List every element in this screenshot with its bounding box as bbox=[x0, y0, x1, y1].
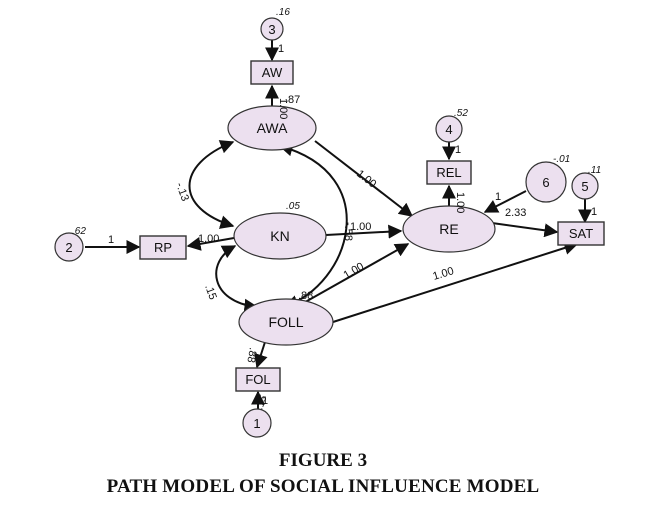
observed-fol: FOL bbox=[235, 367, 281, 392]
path-re-sat: 2.33 bbox=[505, 207, 526, 219]
variance-labels: .16 .52 .62 .05 -.01 .11 .15 bbox=[72, 7, 601, 411]
figure-number: FIGURE 3 bbox=[278, 450, 368, 471]
path-aw-r2: .87 bbox=[285, 94, 300, 106]
variance-e2: .62 bbox=[72, 226, 86, 237]
observed-nodes: AW RP FOL REL SAT bbox=[139, 60, 605, 392]
latent-awa-label: AWA bbox=[257, 120, 289, 136]
edge-foll-fol bbox=[254, 341, 268, 369]
edge-e6-re bbox=[483, 190, 527, 213]
figure-title: PATH MODEL OF SOCIAL INFLUENCE MODEL bbox=[106, 476, 540, 497]
variance-e6: -.01 bbox=[553, 154, 570, 165]
observed-rel: REL bbox=[426, 160, 472, 185]
edge-re-sat bbox=[491, 222, 559, 238]
path-e3-aw: 1 bbox=[278, 43, 284, 55]
path-re-rel: 1.00 bbox=[454, 192, 466, 213]
variance-e4: .52 bbox=[454, 108, 468, 119]
edge-awa-kn-cov bbox=[188, 140, 235, 229]
path-kn-foll: .15 bbox=[202, 283, 219, 301]
variance-e3: .16 bbox=[276, 7, 290, 18]
edges bbox=[85, 40, 592, 412]
edge-kn-rp bbox=[186, 236, 235, 251]
path-e2-rp: 1 bbox=[108, 234, 114, 246]
observed-rp-label: RP bbox=[154, 240, 172, 255]
edge-kn-foll-cov bbox=[215, 245, 259, 313]
latent-foll-label: FOLL bbox=[268, 314, 303, 330]
error-2: 2 bbox=[54, 232, 84, 262]
path-awa-kn: -.13 bbox=[173, 181, 191, 203]
edge-awa-re bbox=[314, 140, 414, 217]
observed-aw: AW bbox=[250, 60, 294, 85]
path-kn-rp: 1.00 bbox=[198, 233, 219, 245]
observed-sat: SAT bbox=[557, 221, 605, 246]
latent-kn: KN bbox=[233, 212, 327, 260]
path-foll-sat: 1.00 bbox=[431, 265, 455, 283]
error-5: 5 bbox=[571, 172, 599, 200]
latent-awa: AWA bbox=[227, 105, 317, 151]
error-1-label: 1 bbox=[253, 416, 260, 431]
path-labels: 1 1.00 .87 1 1.00 -.13 .15 1.00 1.00 -.5… bbox=[108, 43, 597, 407]
edge-kn-re bbox=[325, 224, 403, 239]
observed-rel-label: REL bbox=[436, 165, 461, 180]
observed-sat-label: SAT bbox=[569, 226, 593, 241]
path-awa-aw: 1.00 bbox=[277, 98, 289, 119]
path-kn-re-b: -.58 bbox=[342, 222, 354, 241]
error-4: 4 bbox=[435, 115, 463, 143]
error-1: 1 bbox=[242, 408, 272, 438]
error-3-label: 3 bbox=[268, 22, 275, 37]
path-foll-fol: .88 bbox=[244, 346, 258, 363]
edge-foll-sat bbox=[332, 241, 579, 323]
error-nodes: 3 2 1 4 6 5 bbox=[54, 17, 599, 438]
variance-kn: .05 bbox=[286, 201, 300, 212]
path-foll-re: 1.00 bbox=[342, 260, 367, 281]
latent-re-label: RE bbox=[439, 221, 458, 237]
path-diagram: AWA KN FOLL RE AW RP FOL REL bbox=[54, 7, 605, 438]
path-e6-re: 1 bbox=[495, 191, 501, 203]
observed-rp: RP bbox=[139, 235, 187, 260]
observed-fol-label: FOL bbox=[245, 372, 270, 387]
variance-e5: .11 bbox=[588, 165, 601, 176]
error-6-label: 6 bbox=[542, 175, 549, 190]
latent-re: RE bbox=[402, 205, 496, 253]
edge-foll-re bbox=[299, 243, 410, 306]
latent-foll: FOLL bbox=[238, 298, 334, 346]
observed-aw-label: AW bbox=[262, 65, 283, 80]
path-foll-r: .88 bbox=[298, 290, 313, 302]
error-4-label: 4 bbox=[445, 122, 452, 137]
error-2-label: 2 bbox=[65, 240, 72, 255]
error-3: 3 bbox=[260, 17, 284, 41]
latent-nodes: AWA KN FOLL RE bbox=[227, 105, 496, 346]
edge-awa-foll-cov bbox=[278, 142, 348, 309]
path-e1-fol: 1 bbox=[262, 395, 268, 407]
error-5-label: 5 bbox=[581, 179, 588, 194]
figure-caption: FIGURE 3 PATH MODEL OF SOCIAL INFLUENCE … bbox=[0, 448, 646, 500]
path-kn-re: 1.00 bbox=[350, 221, 371, 233]
error-6: 6 bbox=[525, 161, 567, 203]
latent-kn-label: KN bbox=[270, 228, 289, 244]
path-e4-rel: 1 bbox=[455, 144, 461, 156]
variance-e1: .15 bbox=[254, 394, 269, 411]
path-e5-sat: 1 bbox=[591, 206, 597, 218]
